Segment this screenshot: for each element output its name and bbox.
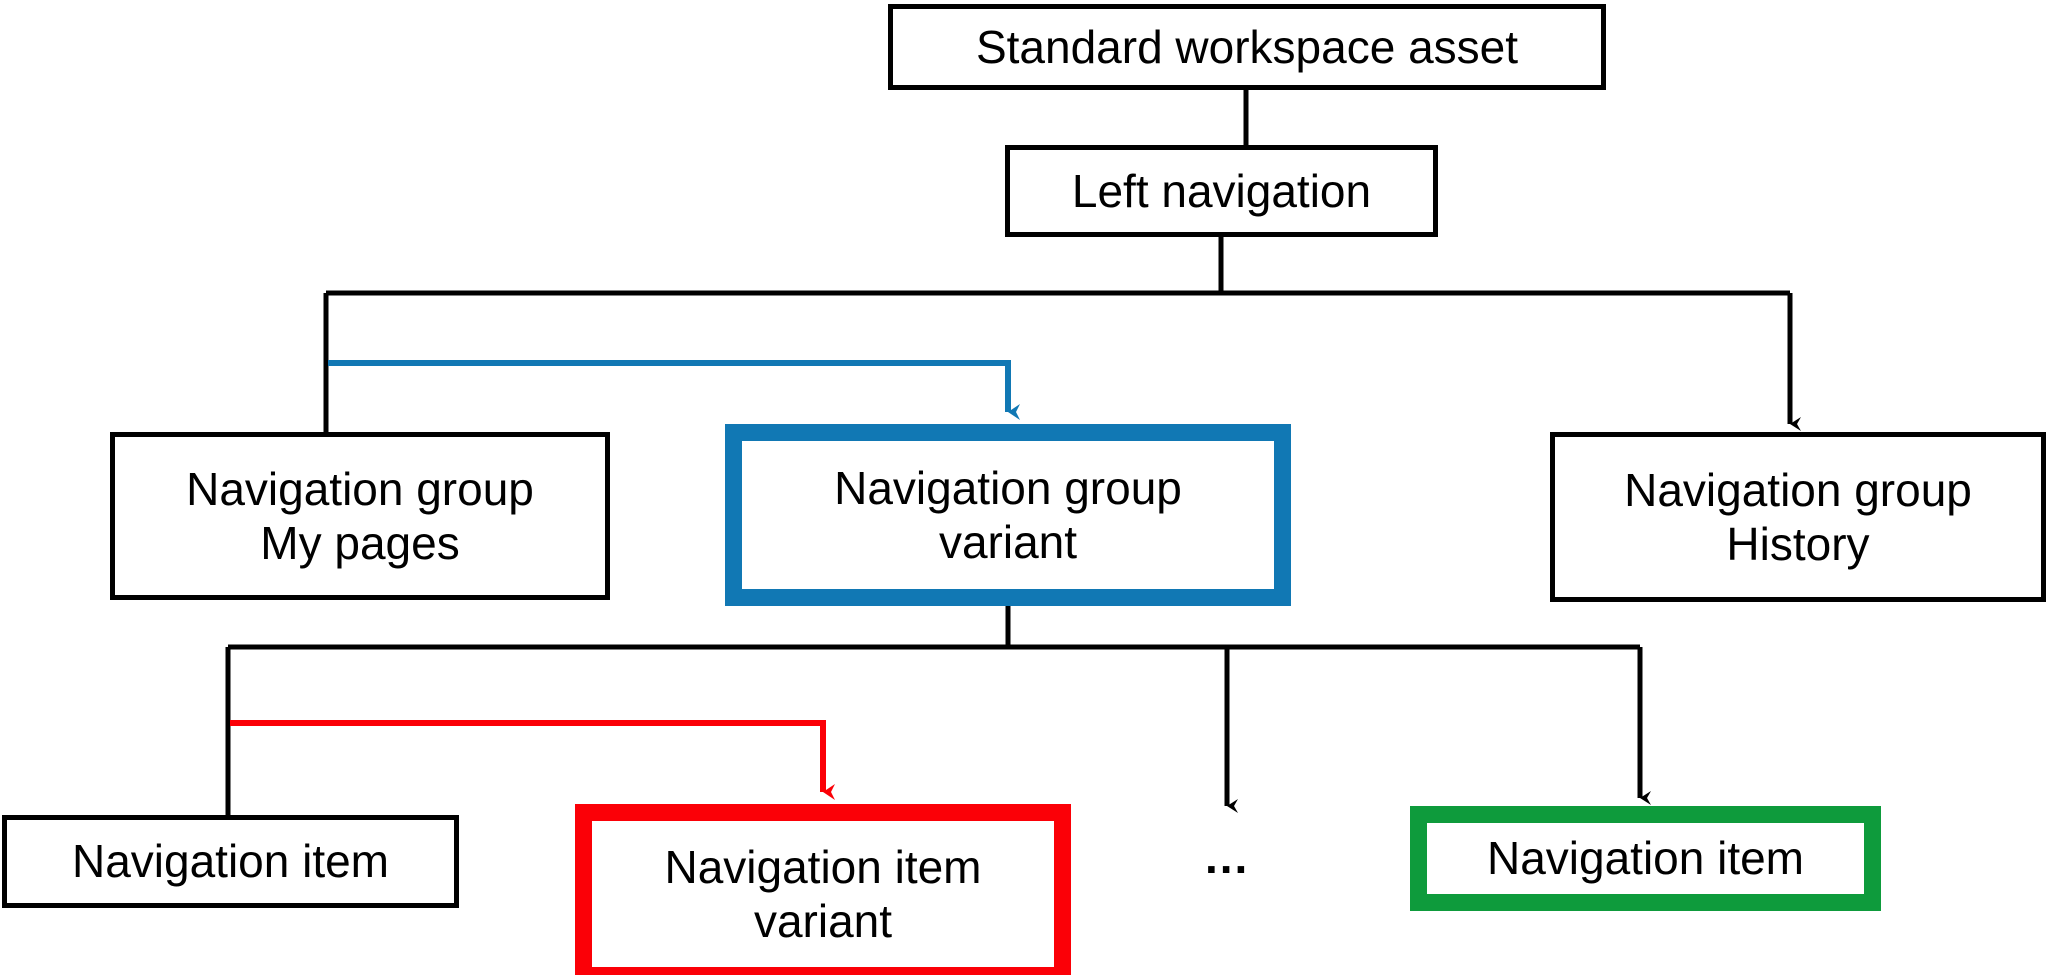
node-standard-workspace-asset[interactable]: Standard workspace asset	[888, 4, 1606, 90]
node-navigation-group-my-pages[interactable]: Navigation group My pages	[110, 432, 610, 600]
node-label: Navigation group variant	[834, 461, 1182, 568]
edge-group-variant-to-item-variant	[230, 720, 835, 800]
node-label: Navigation group My pages	[186, 462, 534, 569]
node-label: Navigation item	[71, 835, 390, 888]
node-left-navigation[interactable]: Left navigation	[1005, 145, 1438, 237]
node-label: Navigation group History	[1624, 463, 1972, 570]
node-label: Navigation item	[1486, 832, 1805, 885]
node-navigation-item-highlighted[interactable]: Navigation item	[1410, 806, 1881, 911]
node-label: Left navigation	[1071, 164, 1372, 217]
node-navigation-item-variant[interactable]: Navigation item variant	[575, 804, 1071, 975]
node-navigation-group-history[interactable]: Navigation group History	[1550, 432, 2046, 602]
node-navigation-group-variant[interactable]: Navigation group variant	[725, 424, 1291, 606]
node-label: Navigation item variant	[664, 840, 982, 947]
edge-leftnav-to-group-variant	[328, 360, 1020, 420]
node-label: Standard workspace asset	[975, 20, 1519, 73]
node-navigation-item[interactable]: Navigation item	[2, 815, 459, 908]
node-ellipsis: ...	[1205, 831, 1250, 883]
